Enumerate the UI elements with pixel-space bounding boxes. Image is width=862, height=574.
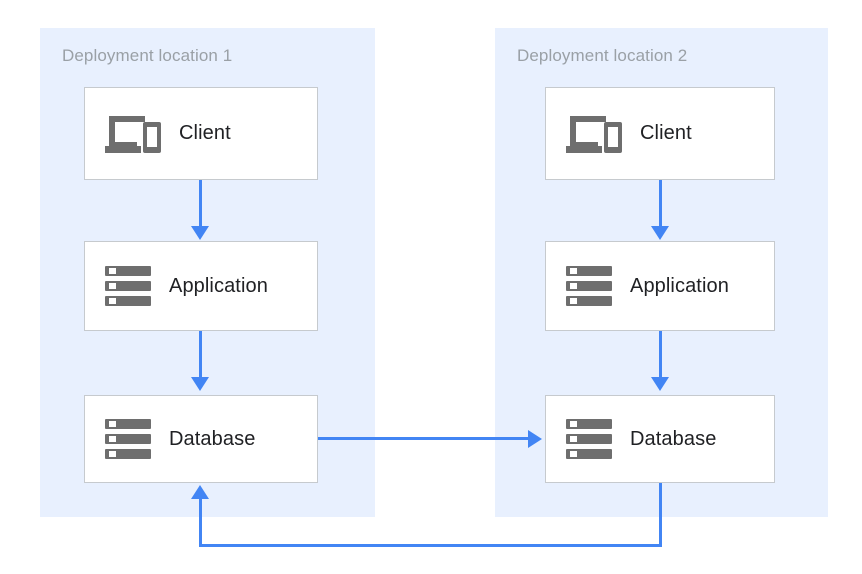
node-application-2-label: Application [630, 274, 729, 297]
devices-icon [105, 112, 161, 156]
connector-db2-to-db1-horizontal [199, 544, 662, 547]
arrowhead-client1-to-app1 [191, 226, 209, 240]
server-icon [566, 264, 612, 308]
node-database-2-label: Database [630, 427, 717, 450]
node-database-1-label: Database [169, 427, 256, 450]
node-application-1[interactable]: Application [84, 241, 318, 331]
node-application-2[interactable]: Application [545, 241, 775, 331]
node-client-2[interactable]: Client [545, 87, 775, 180]
connector-app2-to-db2 [659, 331, 662, 379]
server-icon [105, 264, 151, 308]
node-database-1[interactable]: Database [84, 395, 318, 483]
arrowhead-app1-to-db1 [191, 377, 209, 391]
arrowhead-client2-to-app2 [651, 226, 669, 240]
zone-2-label: Deployment location 2 [517, 46, 688, 65]
arrowhead-db2-to-db1 [191, 485, 209, 499]
connector-db2-to-db1-vertical-right [659, 483, 662, 547]
node-client-1[interactable]: Client [84, 87, 318, 180]
zone-1-label: Deployment location 1 [62, 46, 233, 65]
server-icon [105, 417, 151, 461]
connector-db1-to-db2 [318, 437, 530, 440]
connector-app1-to-db1 [199, 331, 202, 379]
arrowhead-app2-to-db2 [651, 377, 669, 391]
connector-client1-to-app1 [199, 180, 202, 228]
node-application-1-label: Application [169, 274, 268, 297]
node-client-1-label: Client [179, 122, 231, 144]
arrowhead-db1-to-db2 [528, 430, 542, 448]
connector-db2-to-db1-vertical-left [199, 497, 202, 545]
devices-icon [566, 112, 622, 156]
connector-client2-to-app2 [659, 180, 662, 228]
node-database-2[interactable]: Database [545, 395, 775, 483]
server-icon [566, 417, 612, 461]
node-client-2-label: Client [640, 122, 692, 144]
